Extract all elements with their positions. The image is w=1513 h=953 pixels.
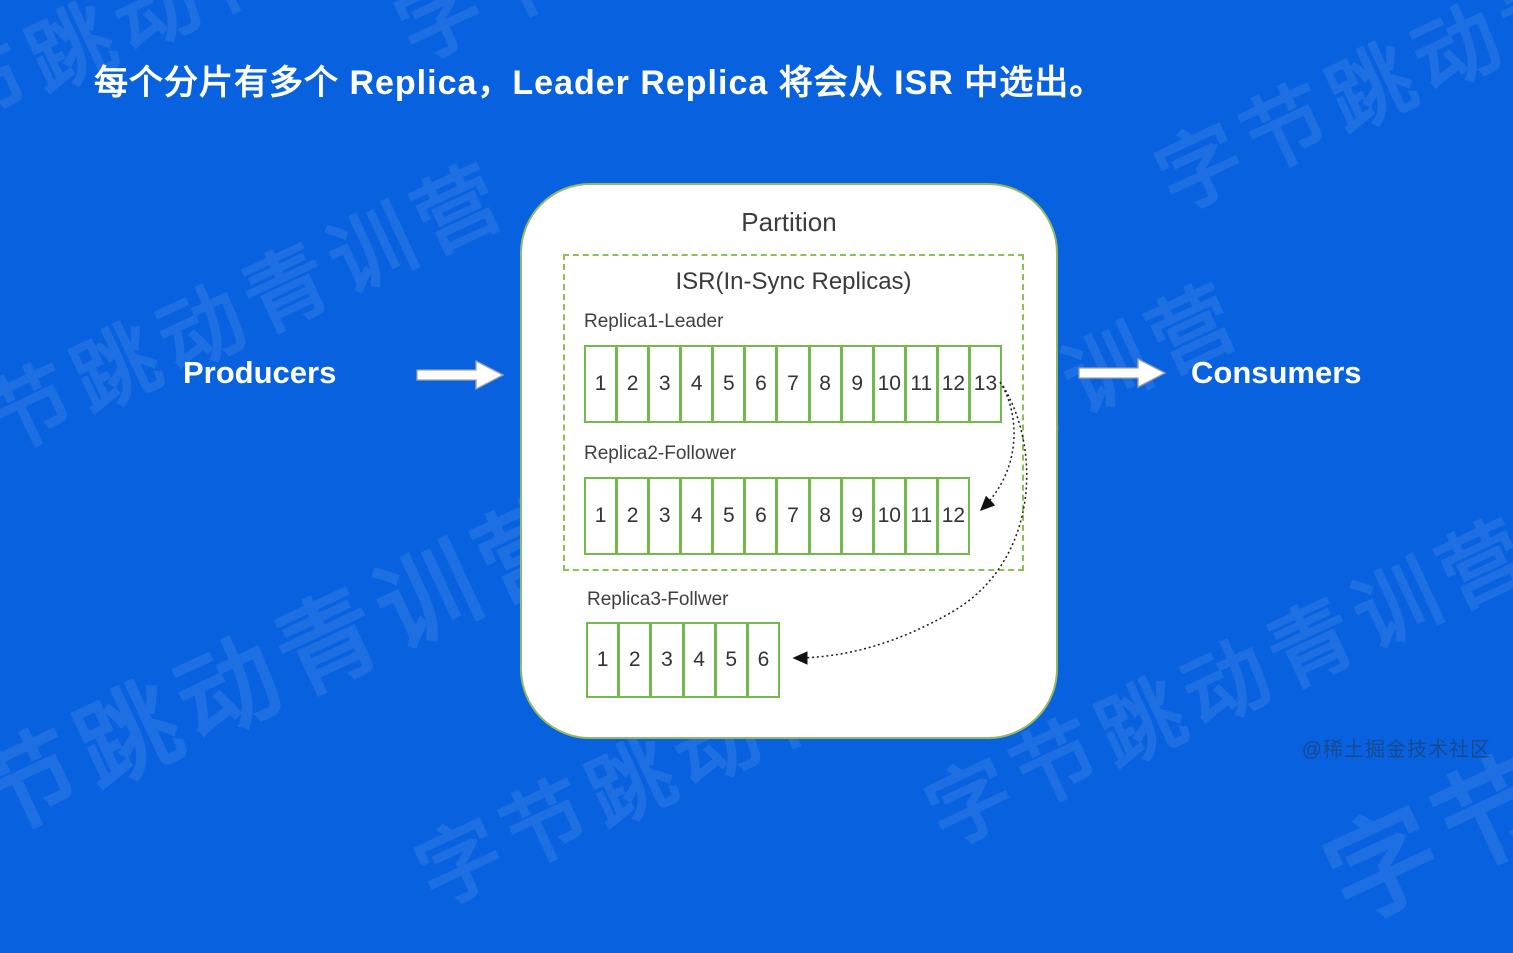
isr-title: ISR(In-Sync Replicas)	[675, 268, 912, 295]
log-cell: 5	[712, 345, 746, 423]
log-cell: 11	[904, 345, 938, 423]
log-cell: 13	[968, 345, 1003, 423]
log-cell: 8	[808, 345, 842, 423]
log-cell: 4	[680, 477, 714, 555]
replica2-label: Replica2-Follower	[584, 443, 737, 464]
log-cell: 6	[744, 477, 778, 555]
replica1-label: Replica1-Leader	[584, 311, 724, 332]
log-cell: 5	[714, 622, 748, 698]
log-cell: 8	[808, 477, 842, 555]
log-cell: 9	[840, 345, 874, 423]
log-cell: 1	[584, 345, 618, 423]
consumer-flow-arrow-icon	[1078, 357, 1166, 389]
log-cell: 7	[776, 477, 810, 555]
partition-box: Partition ISR(In-Sync Replicas) Replica1…	[520, 183, 1058, 739]
log-cell: 2	[616, 477, 650, 555]
log-cell: 6	[746, 622, 781, 698]
log-cell: 3	[648, 477, 682, 555]
watermark-text: 字节跳动青训营	[0, 474, 606, 902]
producer-flow-arrow-icon	[416, 359, 504, 391]
replica3-label: Replica3-Follwer	[587, 589, 729, 610]
consumers-label: Consumers	[1191, 355, 1362, 390]
log-cell: 11	[904, 477, 938, 555]
watermark-text: 字节跳动青训营	[0, 145, 524, 509]
credit-watermark: @稀土掘金技术社区	[1301, 739, 1491, 761]
log-cell: 10	[872, 345, 906, 423]
log-cell: 4	[682, 622, 716, 698]
log-cell: 12	[936, 345, 970, 423]
producers-label: Producers	[183, 355, 337, 390]
watermark-text: 字节跳动青训营	[1142, 0, 1513, 229]
log-cell: 1	[586, 622, 620, 698]
log-cell: 7	[776, 345, 810, 423]
log-cell: 2	[618, 622, 652, 698]
log-cell: 3	[650, 622, 684, 698]
partition-title: Partition	[741, 207, 837, 237]
log-cell: 4	[680, 345, 714, 423]
log-cell: 2	[616, 345, 650, 423]
log-cell: 9	[840, 477, 874, 555]
page-title: 每个分片有多个 Replica，Leader Replica 将会从 ISR 中…	[94, 64, 1105, 102]
log-cell: 5	[712, 477, 746, 555]
log-cell: 3	[648, 345, 682, 423]
watermark-text: 字节跳动青训营	[1308, 478, 1513, 946]
log-cell: 12	[936, 477, 970, 555]
log-cell: 10	[872, 477, 906, 555]
log-cell: 1	[584, 477, 618, 555]
log-cell: 6	[744, 345, 778, 423]
